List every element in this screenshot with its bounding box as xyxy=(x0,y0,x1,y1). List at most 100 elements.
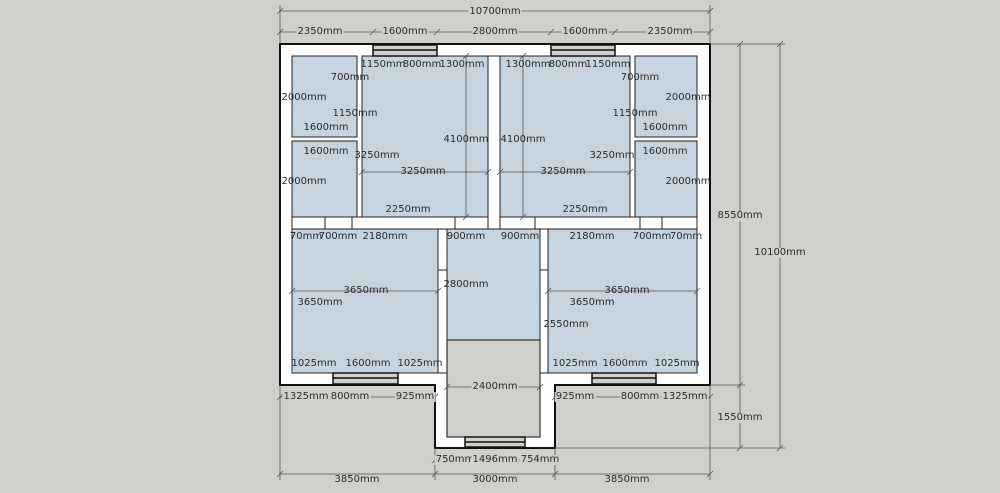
hall-left-wall xyxy=(437,269,448,374)
dimension-label: 3250mm xyxy=(540,166,586,177)
dimension-label: 700mm xyxy=(330,72,370,83)
dimension-label: 1150mm xyxy=(612,108,658,119)
dimension-label: 1325mm xyxy=(661,391,709,402)
dimension-line xyxy=(462,52,470,60)
dimension-label: 2350mm xyxy=(296,26,344,37)
dimension-label: 70mm xyxy=(669,231,703,242)
dimension-label: 1600mm xyxy=(642,122,688,133)
dimension-line xyxy=(434,287,442,295)
room-hall xyxy=(446,228,541,341)
dimension-label: 3650mm xyxy=(297,297,343,308)
dimension-label: 1150mm xyxy=(332,108,378,119)
dimension-label: 750mm xyxy=(434,454,476,465)
dimension-label: 2550mm xyxy=(543,319,589,330)
dimension-label: 2350mm xyxy=(646,26,694,37)
dimension-label: 2000mm xyxy=(665,176,711,187)
dimension-label: 3850mm xyxy=(333,474,381,485)
dimension-label: 3650mm xyxy=(604,285,650,296)
dimension-label: 1600mm xyxy=(642,146,688,157)
dimension-label: 2800mm xyxy=(443,279,489,290)
room-right-closet-bottom xyxy=(634,140,698,218)
dimension-label: 700mm xyxy=(620,72,660,83)
interior-wall-row xyxy=(291,55,698,230)
dimension-label: 1025mm xyxy=(654,358,700,369)
rooms xyxy=(291,55,698,374)
dimension-line xyxy=(536,383,544,391)
dimension-line xyxy=(519,213,527,221)
dimension-label: 1150mm xyxy=(585,59,631,70)
dimension-label: 1600mm xyxy=(303,146,349,157)
dimension-label: 3250mm xyxy=(589,150,635,161)
dimension-label: 1025mm xyxy=(291,358,337,369)
dimension-label: 925mm xyxy=(554,391,596,402)
room-left-bedroom xyxy=(361,55,489,218)
dimension-label: 3000mm xyxy=(471,474,519,485)
dimension-label: 1496mm xyxy=(471,454,519,465)
dimension-label: 2180mm xyxy=(569,231,615,242)
dimension-line xyxy=(547,28,555,36)
dimension-label: 1325mm xyxy=(282,391,330,402)
dimension-label: 1025mm xyxy=(552,358,598,369)
dimension-label: 3650mm xyxy=(569,297,615,308)
dimension-line xyxy=(626,168,634,176)
dimension-label: 4100mm xyxy=(443,134,489,145)
dimension-label: 2800mm xyxy=(471,26,519,37)
dimension-label: 700mm xyxy=(318,231,358,242)
dimension-line xyxy=(496,168,504,176)
dimension-label: 1025mm xyxy=(397,358,443,369)
dimension-label: 1150mm xyxy=(360,59,406,70)
dimension-label: 700mm xyxy=(632,231,672,242)
dimension-label: 1300mm xyxy=(505,59,551,70)
dimension-label: 3650mm xyxy=(343,285,389,296)
dimension-label: 8550mm xyxy=(716,210,764,221)
dimension-label: 3250mm xyxy=(354,150,400,161)
dimension-label: 1300mm xyxy=(439,59,485,70)
dimension-label: 3250mm xyxy=(400,166,446,177)
dimension-label: 10100mm xyxy=(753,247,807,258)
room-left-closet-top xyxy=(291,55,358,138)
dimension-label: 70mm xyxy=(289,231,323,242)
dimension-label: 2400mm xyxy=(471,381,519,392)
dimension-label: 2000mm xyxy=(281,176,327,187)
dimension-label: 900mm xyxy=(446,231,486,242)
room-right-bedroom xyxy=(499,55,631,218)
dimension-label: 2180mm xyxy=(362,231,408,242)
dimension-line xyxy=(693,287,701,295)
dimension-label: 800mm xyxy=(329,391,371,402)
dimension-label: 2250mm xyxy=(385,204,431,215)
dimension-line xyxy=(288,287,296,295)
dimension-line xyxy=(358,168,366,176)
dimension-label: 1600mm xyxy=(345,358,391,369)
hall-right-wall xyxy=(539,269,549,374)
dimension-label: 800mm xyxy=(402,59,442,70)
dimension-label: 1550mm xyxy=(716,412,764,423)
dimension-line xyxy=(433,28,441,36)
dimension-label: 10700mm xyxy=(468,6,522,17)
dimension-label: 1600mm xyxy=(381,26,429,37)
windows xyxy=(332,44,657,448)
dimension-label: 2000mm xyxy=(665,92,711,103)
dimension-line xyxy=(611,28,619,36)
dimension-label: 754mm xyxy=(519,454,561,465)
room-lower-left xyxy=(291,228,439,374)
dimension-line xyxy=(462,213,470,221)
room-lower-right xyxy=(547,228,698,374)
dimension-line xyxy=(443,383,451,391)
dimension-line xyxy=(544,287,552,295)
dimension-label: 925mm xyxy=(394,391,436,402)
dimension-label: 900mm xyxy=(500,231,540,242)
dimension-label: 2000mm xyxy=(281,92,327,103)
room-right-closet-top xyxy=(634,55,698,138)
dimension-label: 1600mm xyxy=(561,26,609,37)
dimension-label: 800mm xyxy=(548,59,588,70)
dimension-label: 3850mm xyxy=(603,474,651,485)
dimension-line xyxy=(369,28,377,36)
dimension-label: 1600mm xyxy=(602,358,648,369)
dimension-line xyxy=(484,168,492,176)
dimension-label: 2250mm xyxy=(562,204,608,215)
dimension-label: 4100mm xyxy=(500,134,546,145)
dimension-line xyxy=(519,52,527,60)
dimension-label: 1600mm xyxy=(303,122,349,133)
